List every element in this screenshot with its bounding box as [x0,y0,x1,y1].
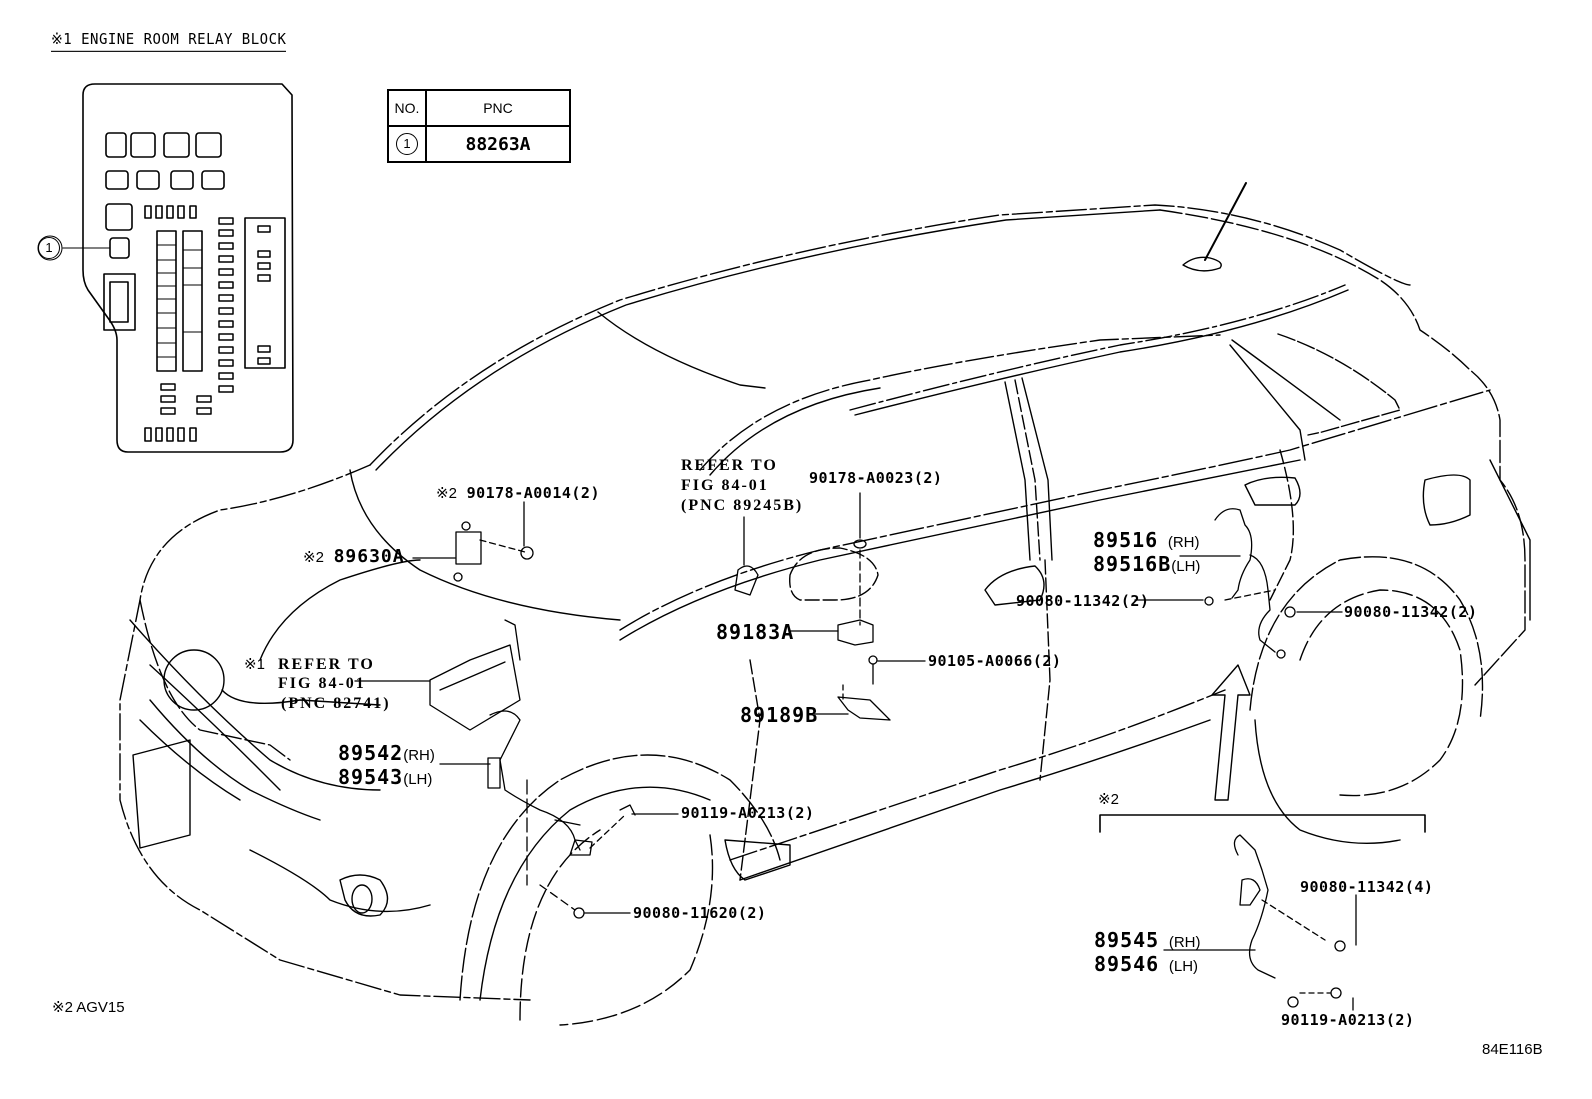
part-number: 89516B [1093,552,1172,576]
part-number: 89546 [1094,952,1160,976]
callout-89546[interactable]: 89546 (LH) [1094,954,1198,974]
parts-illustrations [429,508,1346,1008]
footnote-agv15: ※2 AGV15 [52,999,125,1016]
callout-90119-A0213-front[interactable]: 90119-A0213(2) [681,804,815,822]
callout-89542[interactable]: 89542(RH) [338,743,435,763]
note-mark: ※1 [244,656,265,673]
side-label: (LH) [1168,958,1199,975]
callout-90105-A0066[interactable]: 90105-A0066(2) [928,652,1062,670]
figure-code: 84E116B [1482,1041,1543,1058]
callout-90178-A0014[interactable]: ※2 90178-A0014(2) [436,484,600,502]
callout-89630A[interactable]: ※2 89630A [303,548,405,566]
callout-number: 1 [38,237,60,259]
callout-89189B[interactable]: 89189B [740,703,819,727]
refer-line: FIG 84-01 [278,675,366,692]
refer-line: REFER TO [681,457,778,474]
callout-90080-11342-right[interactable]: 90080-11342(2) [1344,603,1478,621]
callout-90178-A0023[interactable]: 90178-A0023(2) [809,469,943,487]
callout-89516B[interactable]: 89516B(LH) [1093,554,1200,574]
car-body-illustration [119,182,1531,1026]
pnc-row-no: 1 [396,133,418,155]
refer-line: (PNC 89245B) [681,497,804,514]
pnc-header-pnc: PNC [425,89,571,127]
inset-bracket [1099,814,1426,833]
side-label: (RH) [403,747,435,764]
relay-block-illustration [37,83,294,453]
side-label: (RH) [1168,934,1201,951]
refer-line: (PNC 82741) [281,695,391,712]
side-label: (LH) [403,771,433,788]
callout-90080-11342-left[interactable]: 90080-11342(2) [1016,592,1150,610]
relay-block-title: ※1 ENGINE ROOM RELAY BLOCK [51,32,287,52]
part-number: 89545 [1094,928,1160,952]
pnc-table: NO. PNC 1 88263A [387,89,571,163]
note-mark: ※2 [303,549,324,566]
side-label: (LH) [1171,558,1201,575]
side-label: (RH) [1167,534,1200,551]
part-number: 89543 [338,765,404,789]
part-number: 89630A [333,546,405,567]
callout-89183A[interactable]: 89183A [716,620,795,644]
note-mark: ※2 [436,485,457,502]
table-row: 1 88263A [387,125,571,163]
callout-inset-90119-A0213[interactable]: 90119-A0213(2) [1281,1011,1415,1029]
part-number: 89542 [338,741,404,765]
part-number: 90178-A0014(2) [466,484,600,502]
callout-90080-11620[interactable]: 90080-11620(2) [633,904,767,922]
refer-line: FIG 84-01 [681,477,769,494]
callout-89543[interactable]: 89543(LH) [338,767,432,787]
relay-callout-circle: 1 [38,237,60,259]
pnc-row-value[interactable]: 88263A [425,125,571,163]
callout-inset-90080-11342[interactable]: 90080-11342(4) [1300,878,1434,896]
callout-refer-89245B[interactable]: REFER TO FIG 84-01 (PNC 89245B) [681,456,803,516]
callout-89545[interactable]: 89545 (RH) [1094,930,1201,950]
inset-note-mark: ※2 [1098,791,1119,808]
refer-line: REFER TO [278,656,375,673]
leader-lines [354,492,1357,1011]
callout-89516[interactable]: 89516 (RH) [1093,530,1200,550]
pnc-header-no: NO. [387,89,427,127]
part-number: 89516 [1093,528,1159,552]
